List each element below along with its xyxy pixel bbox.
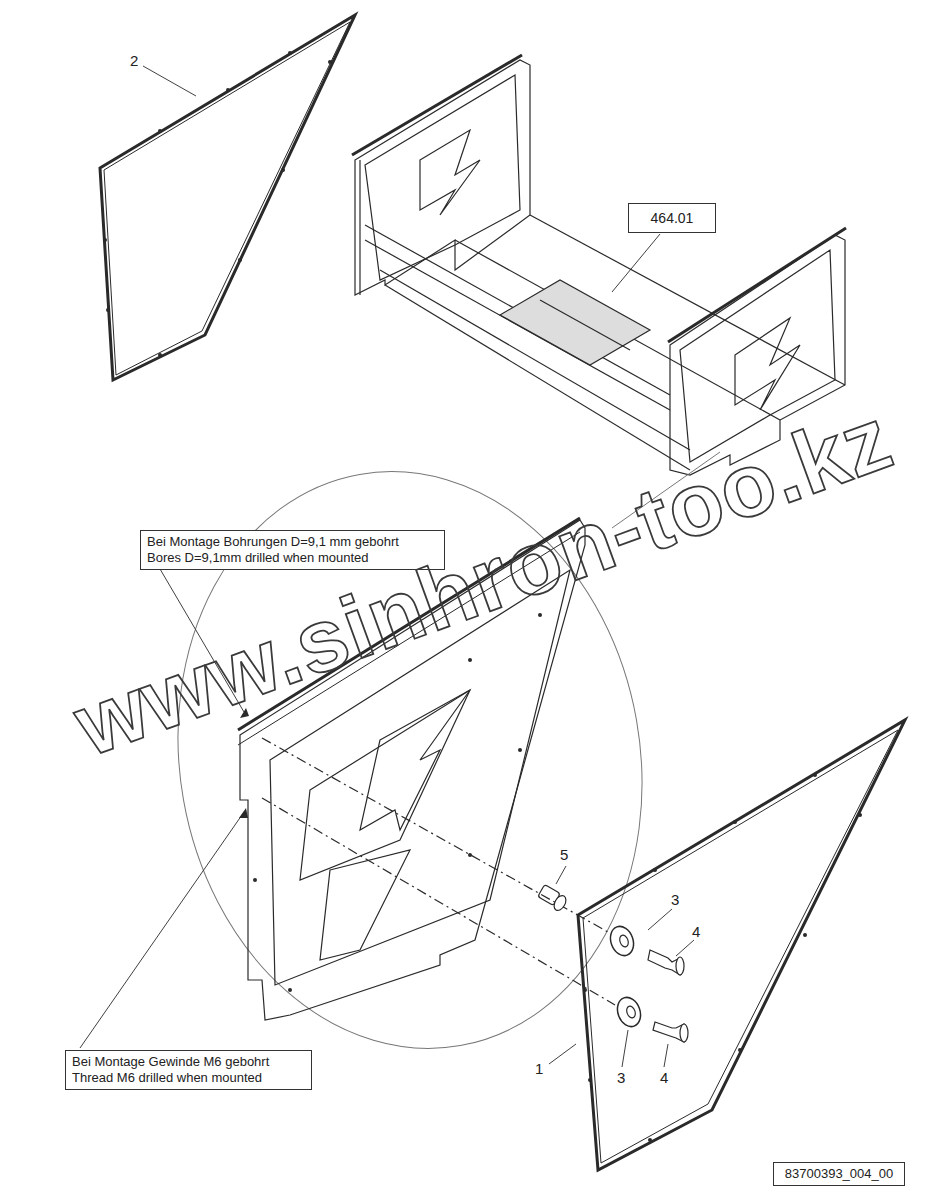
callout-number: 4	[692, 923, 700, 940]
note-text: Bei Montage Bohrungen D=9,1 mm gebohrt	[147, 534, 438, 550]
washer	[607, 923, 645, 1030]
countersunk-screw	[648, 950, 688, 1042]
callout-box: 464.01	[628, 203, 716, 233]
note-text: 464.01	[635, 210, 709, 226]
frame-assembly	[352, 55, 846, 475]
callout-box: 83700393_004_00	[773, 1162, 905, 1186]
callout-number: 4	[660, 1069, 668, 1086]
note-text: Bei Montage Gewinde M6 gebohrt	[72, 1054, 305, 1070]
side-gasket-2	[100, 15, 355, 380]
callout-number: 3	[617, 1069, 625, 1086]
callout-number: 3	[671, 891, 679, 908]
note-text: 83700393_004_00	[780, 1166, 898, 1182]
spacer-sleeve	[538, 884, 569, 912]
side-gasket-1	[578, 720, 905, 1170]
callout-number: 1	[535, 1060, 543, 1077]
watermark: www.sinhron-too.kz	[62, 387, 905, 777]
callout-number: 2	[130, 52, 138, 69]
callout-number: 5	[560, 846, 568, 863]
callout-box: Bei Montage Gewinde M6 gebohrtThread M6 …	[65, 1050, 312, 1090]
note-text: Thread M6 drilled when mounted	[72, 1070, 305, 1086]
